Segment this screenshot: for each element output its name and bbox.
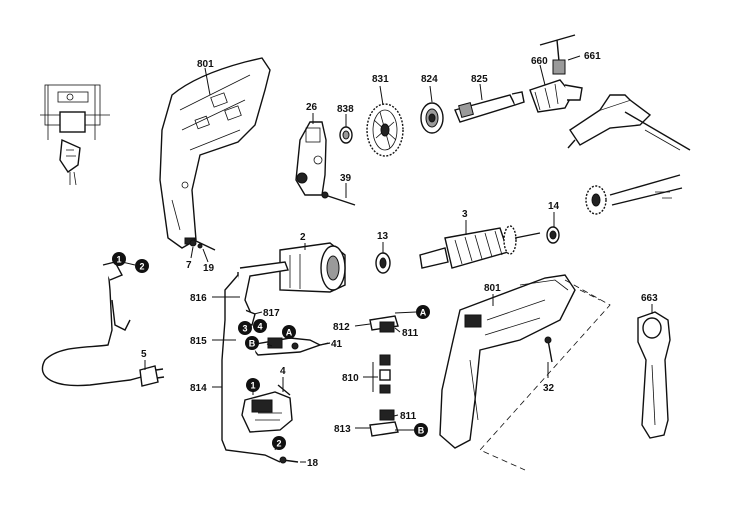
label-811-top: 811 xyxy=(402,328,419,339)
wire-814 xyxy=(221,274,281,463)
chuck-660 xyxy=(529,79,583,113)
gear-831 xyxy=(366,103,404,157)
label-32: 32 xyxy=(543,383,555,394)
label-801: 801 xyxy=(197,59,214,70)
label-41: 41 xyxy=(331,339,343,350)
screw-18 xyxy=(279,456,299,464)
armature-3 xyxy=(419,225,541,269)
label-13: 13 xyxy=(377,231,389,242)
label-817: 817 xyxy=(263,308,280,319)
badge-1-switch: 1 xyxy=(250,381,255,391)
screw-7-19 xyxy=(189,239,216,251)
part-labels: 801 831 824 825 660 661 26 838 39 7 19 2… xyxy=(141,51,658,469)
badge-1-cable: 1 xyxy=(116,255,121,265)
cable-5 xyxy=(41,261,165,387)
label-14: 14 xyxy=(548,201,560,212)
badge-4: 4 xyxy=(257,322,262,332)
bearing-824 xyxy=(420,102,444,134)
suppressor-812 xyxy=(369,315,399,333)
badge-3: 3 xyxy=(242,324,247,334)
label-663: 663 xyxy=(641,293,658,304)
label-2: 2 xyxy=(300,232,306,243)
bearing-13 xyxy=(375,252,391,274)
label-812: 812 xyxy=(333,322,350,333)
label-838: 838 xyxy=(337,104,354,115)
label-660: 660 xyxy=(531,56,548,67)
chuck-key-661 xyxy=(539,34,576,75)
auxiliary-handle-663 xyxy=(637,311,671,439)
field-coil-2 xyxy=(279,242,346,293)
label-18: 18 xyxy=(307,458,319,469)
badge-2-cable: 2 xyxy=(139,262,144,272)
label-813: 813 xyxy=(334,424,351,435)
gear-housing-26 xyxy=(295,121,327,196)
label-824: 824 xyxy=(421,74,438,85)
badge-B-switch: B xyxy=(249,339,256,349)
washer-838 xyxy=(339,126,353,144)
label-816: 816 xyxy=(190,293,207,304)
label-661: 661 xyxy=(584,51,601,62)
suppressor-813 xyxy=(369,409,399,437)
label-4: 4 xyxy=(280,366,286,377)
label-814: 814 xyxy=(190,383,207,394)
label-19: 19 xyxy=(203,263,215,274)
badge-A-suppressor: A xyxy=(420,308,427,318)
housing-right-801 xyxy=(439,274,576,449)
badge-2-switch: 2 xyxy=(276,439,281,449)
badge-A-switch: A xyxy=(286,328,293,338)
label-825: 825 xyxy=(471,74,488,85)
wiring-schematic xyxy=(40,84,110,186)
badge-B-suppressor: B xyxy=(418,426,425,436)
label-39: 39 xyxy=(340,173,352,184)
leader-lines xyxy=(121,55,653,463)
bearing-14 xyxy=(546,226,560,244)
projection-lines xyxy=(479,279,611,471)
label-815: 815 xyxy=(190,336,207,347)
label-3: 3 xyxy=(462,209,468,220)
connector-810 xyxy=(379,354,391,394)
switch-4 xyxy=(241,384,293,433)
label-5: 5 xyxy=(141,349,147,360)
label-7: 7 xyxy=(186,260,192,271)
spindle-825 xyxy=(454,91,525,123)
label-801-right: 801 xyxy=(484,283,501,294)
screw-32 xyxy=(544,336,553,363)
label-810: 810 xyxy=(342,373,359,384)
callout-badges: 1 2 3 4 A B A B 1 2 xyxy=(112,252,430,450)
label-26: 26 xyxy=(306,102,318,113)
screw-39 xyxy=(321,191,356,206)
label-811-bottom: 811 xyxy=(400,411,417,422)
housing-left-801 xyxy=(159,57,271,249)
depth-stop-assembly xyxy=(567,94,691,215)
label-831: 831 xyxy=(372,74,389,85)
